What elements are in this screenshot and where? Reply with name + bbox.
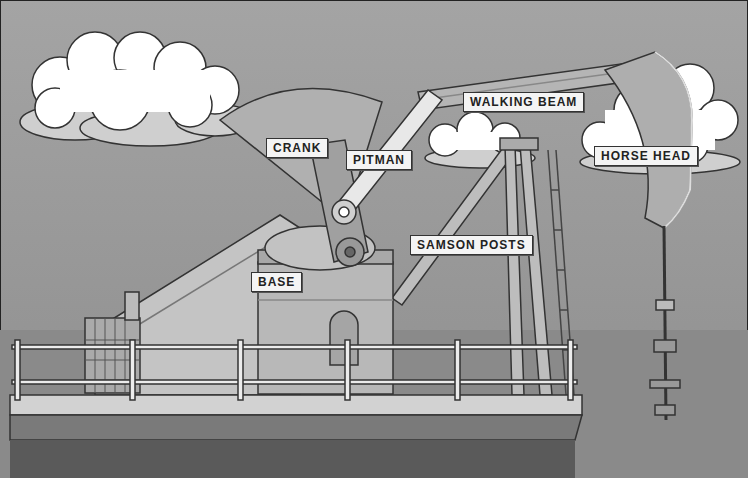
samson-posts xyxy=(392,138,574,395)
part-label: WALKING BEAM xyxy=(463,92,584,112)
part-label: BASE xyxy=(251,272,302,292)
pitman xyxy=(332,90,442,224)
base xyxy=(258,226,393,394)
part-label: PITMAN xyxy=(346,150,412,170)
polished-rod xyxy=(650,226,680,420)
part-label: HORSE HEAD xyxy=(594,146,698,166)
part-label: CRANK xyxy=(266,138,328,158)
horse-head xyxy=(605,52,692,228)
platform xyxy=(10,340,582,478)
part-label: SAMSON POSTS xyxy=(410,235,533,255)
cloud xyxy=(20,32,255,146)
